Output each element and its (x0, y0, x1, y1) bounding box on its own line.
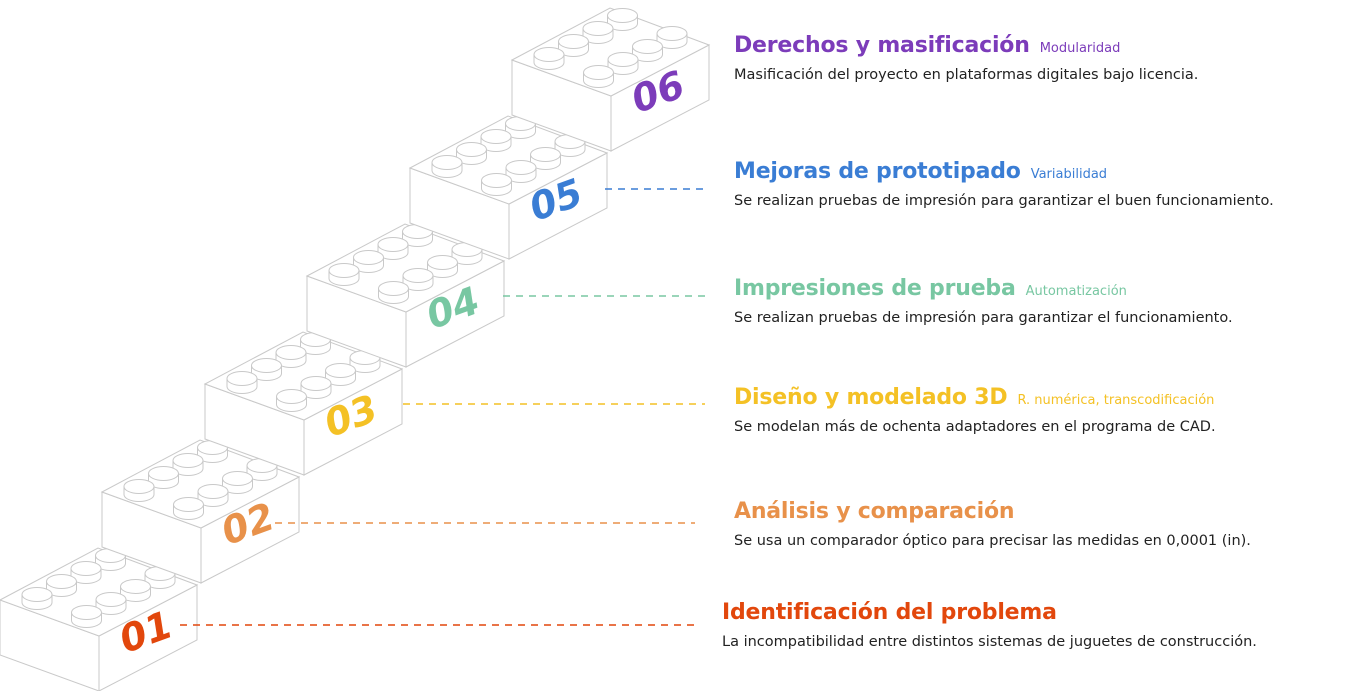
brick-stud (480, 129, 512, 152)
step-description: Se modelan más de ochenta adaptadores en… (734, 419, 1216, 435)
step-description: Se usa un comparador óptico para precisa… (734, 533, 1251, 549)
step-01: Identificación del problema La incompatib… (722, 600, 1257, 650)
brick-stud (377, 237, 409, 260)
brick-stud (505, 160, 537, 183)
step-title: Mejoras de prototipado (734, 159, 1021, 184)
step-title: Impresiones de prueba (734, 276, 1016, 301)
brick-stud (276, 389, 307, 412)
step-title: Identificación del problema (722, 600, 1057, 625)
step-title: Derechos y masificación (734, 33, 1030, 58)
brick-stud (328, 263, 360, 286)
brick-stud (583, 65, 614, 88)
step-03: Diseño y modelado 3D R. numérica, transco… (734, 385, 1216, 435)
brick-stud (148, 466, 179, 489)
brick-stud (226, 371, 258, 394)
brick-03: 03 (203, 331, 404, 476)
brick-stud (456, 142, 487, 165)
step-description: Masificación del proyecto en plataformas… (734, 67, 1199, 83)
step-title-row: Diseño y modelado 3D R. numérica, transco… (734, 385, 1216, 410)
brick-stud (275, 345, 307, 368)
brick-stud (21, 587, 53, 610)
step-title-row: Identificación del problema (722, 600, 1257, 625)
brick-stud (481, 173, 512, 196)
brick-stud (172, 453, 204, 476)
step-title: Análisis y comparación (734, 499, 1015, 524)
brick-01: 01 (0, 547, 199, 691)
step-04: Impresiones de prueba Automatización Se re… (734, 276, 1233, 326)
brick-stud (123, 479, 155, 502)
brick-stud (558, 34, 589, 57)
step-title-row: Impresiones de prueba Automatización (734, 276, 1233, 301)
brick-stud (402, 224, 433, 247)
step-tag: Modularidad (1039, 41, 1121, 56)
brick-stud (656, 26, 688, 49)
brick-05: 05 (408, 115, 609, 260)
step-description: Se realizan pruebas de impresión para ga… (734, 193, 1274, 209)
step-tag: Variabilidad (1030, 167, 1108, 182)
brick-stud (95, 592, 127, 615)
step-title: Diseño y modelado 3D (734, 385, 1008, 410)
brick-06: 06 (510, 7, 711, 152)
step-title-row: Análisis y comparación (734, 499, 1251, 524)
step-05: Mejoras de prototipado Variabilidad Se rea… (734, 159, 1274, 209)
brick-04: 04 (305, 223, 506, 368)
brick-stud (46, 574, 77, 597)
brick-stud (533, 47, 565, 70)
brick-stud (582, 21, 614, 44)
brick-stud (632, 39, 663, 62)
brick-stud (173, 497, 204, 520)
brick-stud (427, 255, 458, 278)
brick-stud (353, 250, 384, 273)
brick-stud (378, 281, 409, 304)
brick-stud (402, 268, 434, 291)
step-02: Análisis y comparación Se usa un comparad… (734, 499, 1251, 549)
brick-stud (300, 376, 332, 399)
step-tag: Automatización (1025, 284, 1127, 299)
step-description: La incompatibilidad entre distintos sist… (722, 634, 1257, 650)
step-title-row: Mejoras de prototipado Variabilidad (734, 159, 1274, 184)
brick-stud (607, 8, 638, 31)
brick-stud (530, 147, 561, 170)
step-title-row: Derechos y masificación Modularidad (734, 33, 1198, 58)
brick-stud (431, 155, 463, 178)
step-description: Se realizan pruebas de impresión para ga… (734, 310, 1233, 326)
step-tag: R. numérica, transcodificación (1017, 393, 1215, 408)
brick-stud (71, 605, 102, 628)
brick-stud (120, 579, 151, 602)
